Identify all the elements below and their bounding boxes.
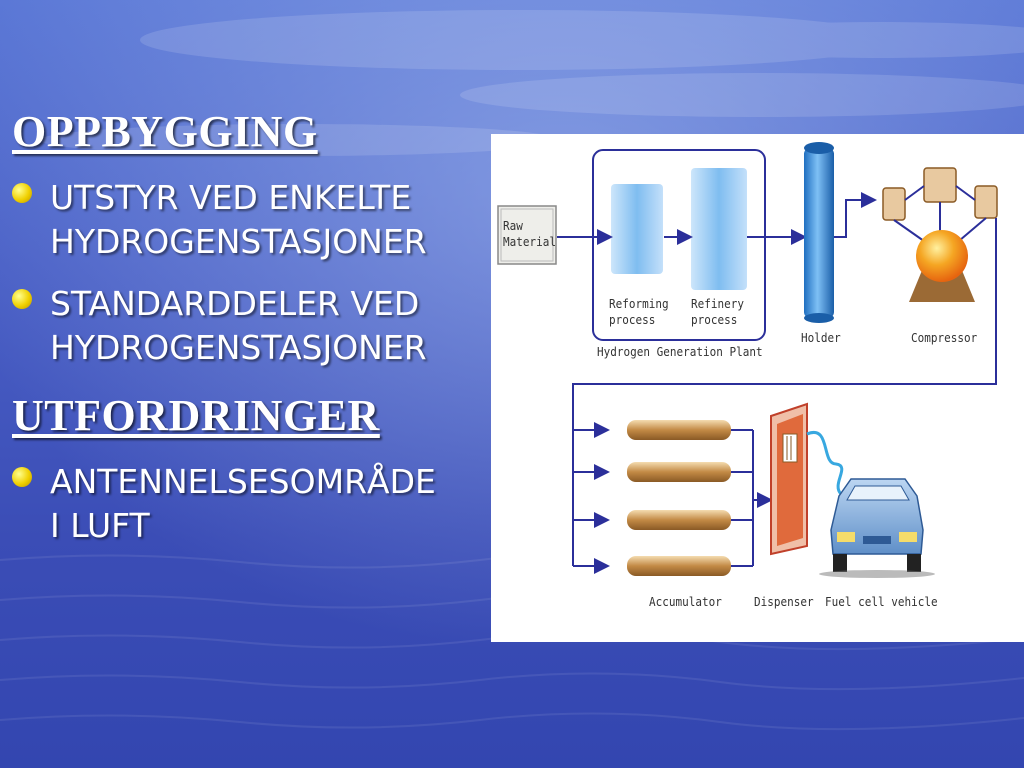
reforming-label: Reforming process — [609, 296, 669, 327]
accumulator-label: Accumulator — [649, 594, 722, 609]
bullet-item: STANDARDDELER VED HYDROGENSTASJONER — [12, 282, 482, 370]
diagram-drawing — [497, 142, 998, 578]
bullet-line: UTSTYR VED ENKELTE — [50, 178, 412, 217]
holder-label: Holder — [801, 330, 841, 345]
fuel-cell-vehicle-icon — [819, 478, 935, 578]
bullet-line: STANDARDDELER VED — [50, 284, 420, 323]
raw-material-label: Raw Material — [503, 218, 556, 249]
bullet-line: ANTENNELSESOMRÅDE — [50, 462, 436, 501]
compressor-unit — [882, 167, 998, 302]
fuel-cell-vehicle-label: Fuel cell vehicle — [825, 594, 938, 609]
refinery-process-tank — [691, 168, 747, 290]
dispenser-unit — [770, 402, 844, 556]
bullet-dot-icon — [12, 289, 32, 309]
dispenser-label: Dispenser — [754, 594, 814, 609]
plant-frame — [592, 149, 766, 341]
bullet-line: HYDROGENSTASJONER — [50, 222, 427, 261]
raw-material-box — [497, 205, 557, 265]
plant-label: Hydrogen Generation Plant — [597, 344, 763, 359]
bullet-line: I LUFT — [50, 506, 150, 545]
bullet-line: HYDROGENSTASJONER — [50, 328, 427, 367]
heading-utfordringer: UTFORDRINGER — [12, 391, 380, 440]
accumulator-tubes — [627, 420, 731, 576]
bullet-dot-icon — [12, 183, 32, 203]
hydrogen-station-diagram: Raw Material Reforming process Refinery … — [491, 134, 1024, 642]
bullet-item: ANTENNELSESOMRÅDE I LUFT — [12, 460, 482, 548]
reforming-process-tank — [611, 184, 663, 274]
bullet-item: UTSTYR VED ENKELTE HYDROGENSTASJONER — [12, 176, 482, 264]
refinery-label: Refinery process — [691, 296, 744, 327]
bullet-dot-icon — [12, 467, 32, 487]
heading-oppbygging: OPPBYGGING — [12, 107, 318, 156]
holder-tank — [804, 148, 834, 318]
compressor-label: Compressor — [911, 330, 978, 345]
